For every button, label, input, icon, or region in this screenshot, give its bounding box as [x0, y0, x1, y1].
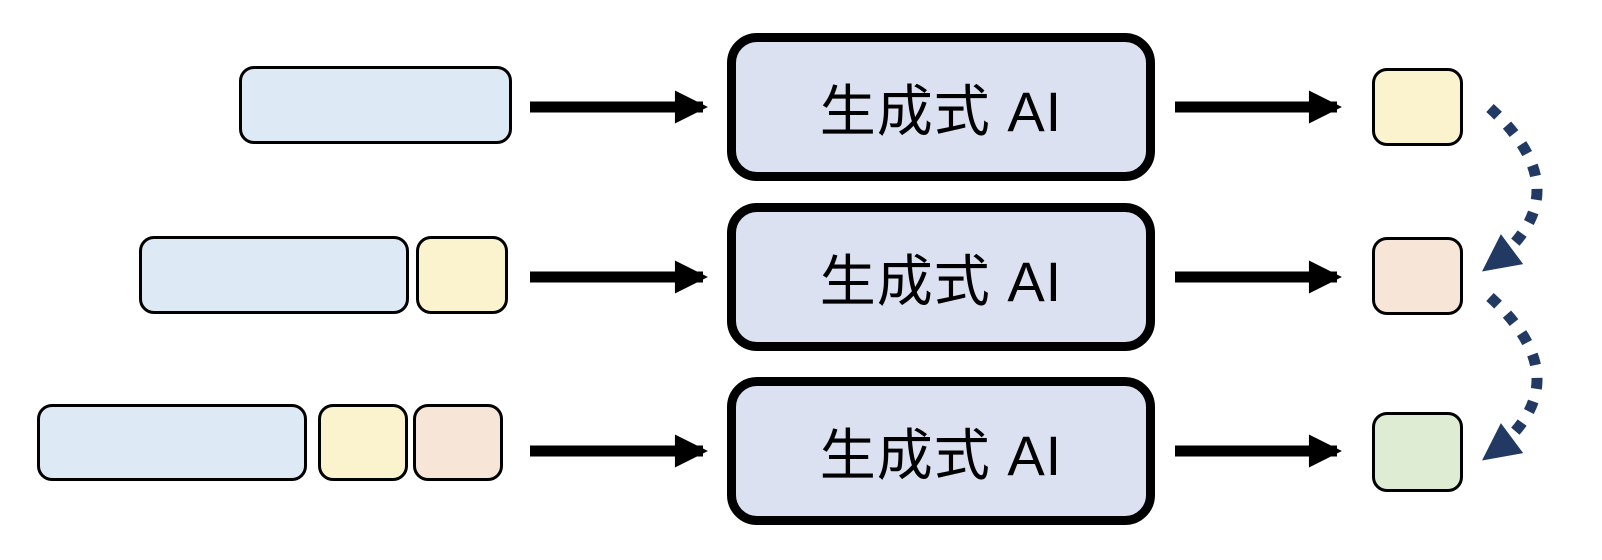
row1-output-token-box — [1372, 68, 1463, 146]
row1-input-context-box — [239, 66, 512, 144]
row3-generative-ai-box: 生成式 AI — [727, 377, 1155, 525]
row2-input-token-box — [416, 236, 508, 314]
row3-input-token-box-2 — [413, 404, 503, 481]
row1-generative-ai-box: 生成式 AI — [727, 33, 1155, 181]
row3-generative-ai-label: 生成式 AI — [819, 423, 1063, 487]
row2-input-context-box — [139, 236, 409, 314]
row2-generative-ai-box: 生成式 AI — [727, 203, 1155, 351]
row3-input-token-box-1 — [318, 404, 408, 481]
row3-output-token-box — [1372, 412, 1463, 492]
dashed-curved-arrow-icon — [1481, 292, 1543, 461]
row1-generative-ai-label: 生成式 AI — [819, 79, 1063, 143]
dashed-curved-arrow-icon — [1481, 103, 1543, 272]
row2-generative-ai-label: 生成式 AI — [819, 249, 1063, 313]
row2-output-token-box — [1372, 237, 1463, 315]
row3-input-context-box — [37, 404, 307, 481]
